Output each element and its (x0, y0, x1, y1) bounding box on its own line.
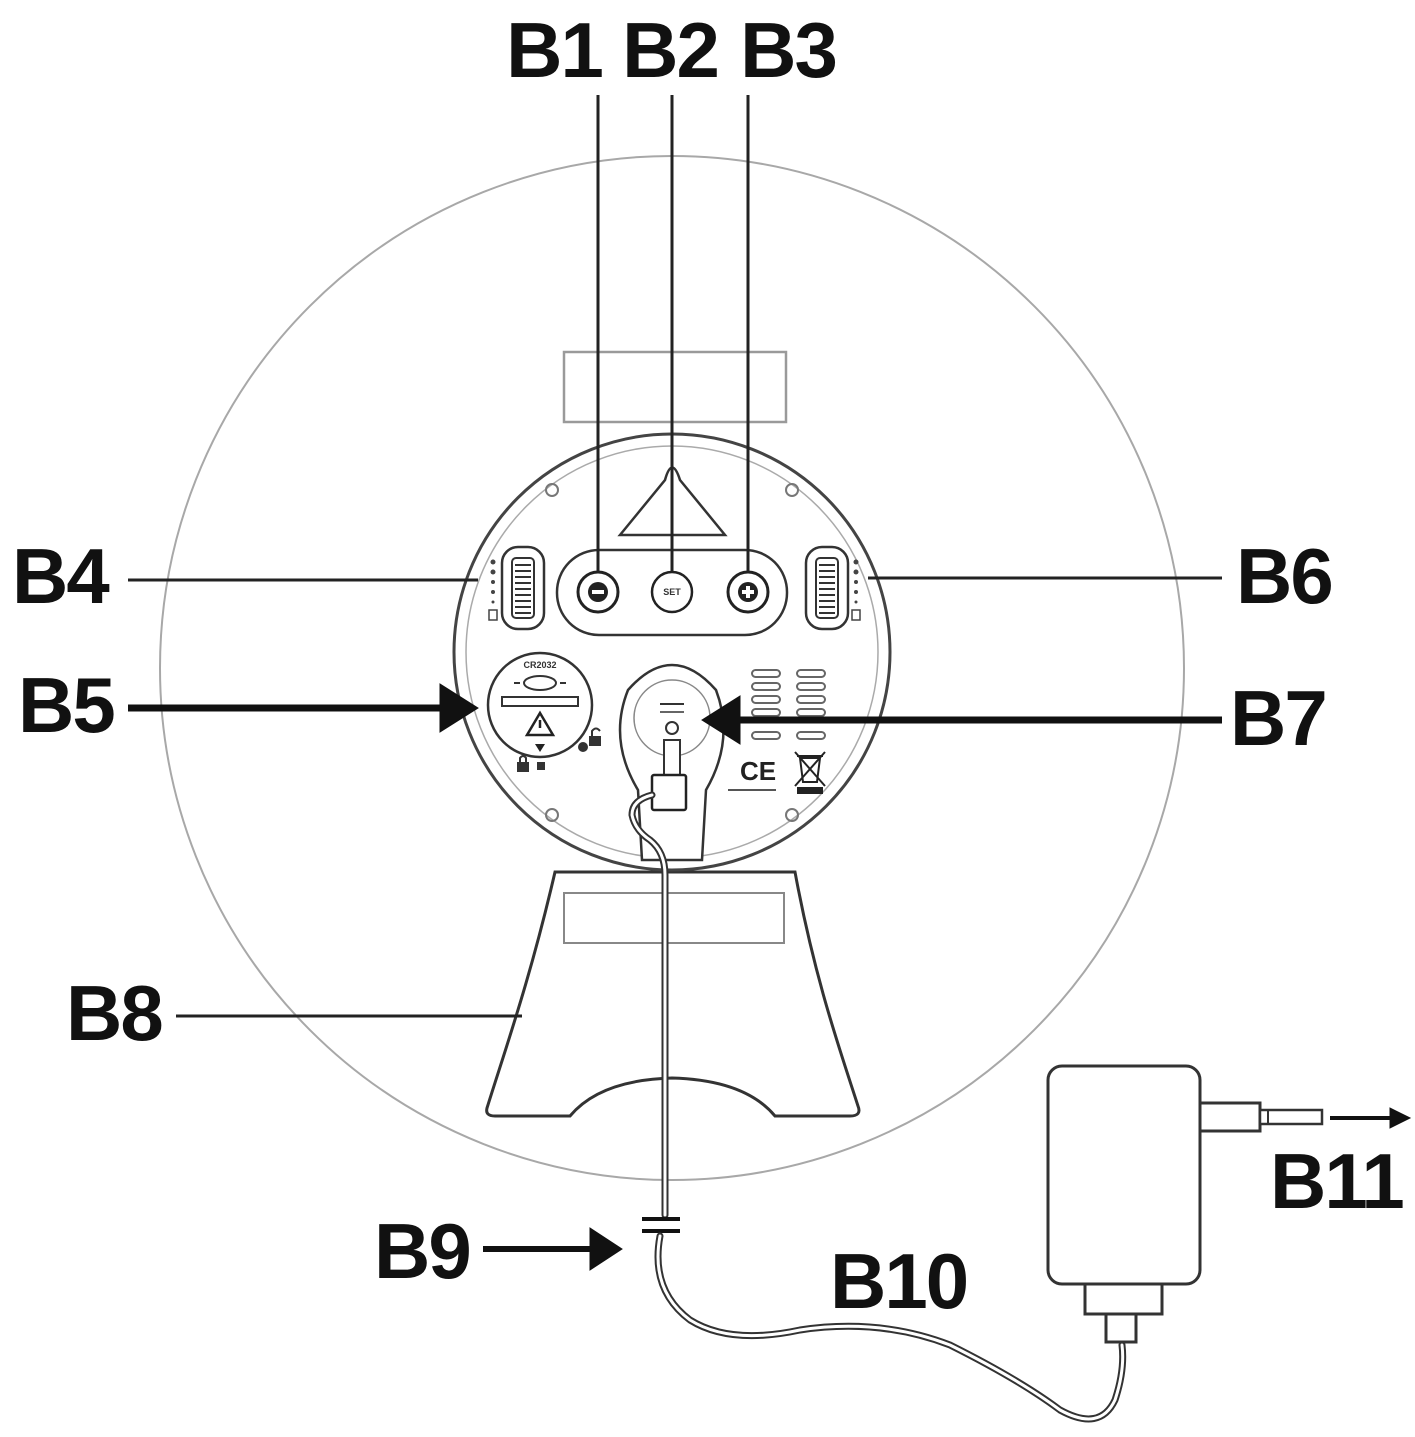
arrows (128, 683, 1412, 1271)
power-socket[interactable] (618, 663, 725, 862)
label-b3: B3 (740, 6, 836, 94)
plus-button[interactable] (726, 570, 770, 614)
label-b4: B4 (12, 532, 109, 620)
label-b11: B11 (1270, 1137, 1403, 1225)
power-adapter (1046, 1064, 1324, 1344)
leader-lines (128, 95, 1222, 1018)
label-b10: B10 (830, 1237, 967, 1325)
set-button-label: SET (663, 587, 681, 597)
lock-icon (517, 755, 545, 772)
screws (545, 483, 799, 822)
top-bracket (562, 350, 788, 424)
minus-button[interactable] (576, 570, 620, 614)
left-slider-wheel[interactable] (488, 545, 546, 631)
set-button[interactable]: SET (650, 570, 694, 614)
weee-bin-icon (794, 751, 826, 794)
ce-mark: CE (740, 756, 776, 786)
base-stand (485, 870, 861, 1118)
base-window (563, 892, 785, 944)
label-b9: B9 (374, 1207, 470, 1295)
label-b6: B6 (1236, 532, 1332, 620)
label-b2: B2 (622, 6, 718, 94)
unlock-icon (578, 727, 601, 752)
label-b1: B1 (506, 6, 602, 94)
cable-clip (642, 1217, 680, 1233)
right-slider-wheel[interactable] (804, 545, 861, 631)
battery-type-label: CR2032 (523, 660, 556, 670)
battery-cover[interactable]: CR2032 (486, 651, 594, 759)
label-b5: B5 (18, 661, 114, 749)
label-b7: B7 (1230, 674, 1326, 762)
label-b8: B8 (66, 969, 162, 1057)
speaker-grille (751, 669, 826, 740)
